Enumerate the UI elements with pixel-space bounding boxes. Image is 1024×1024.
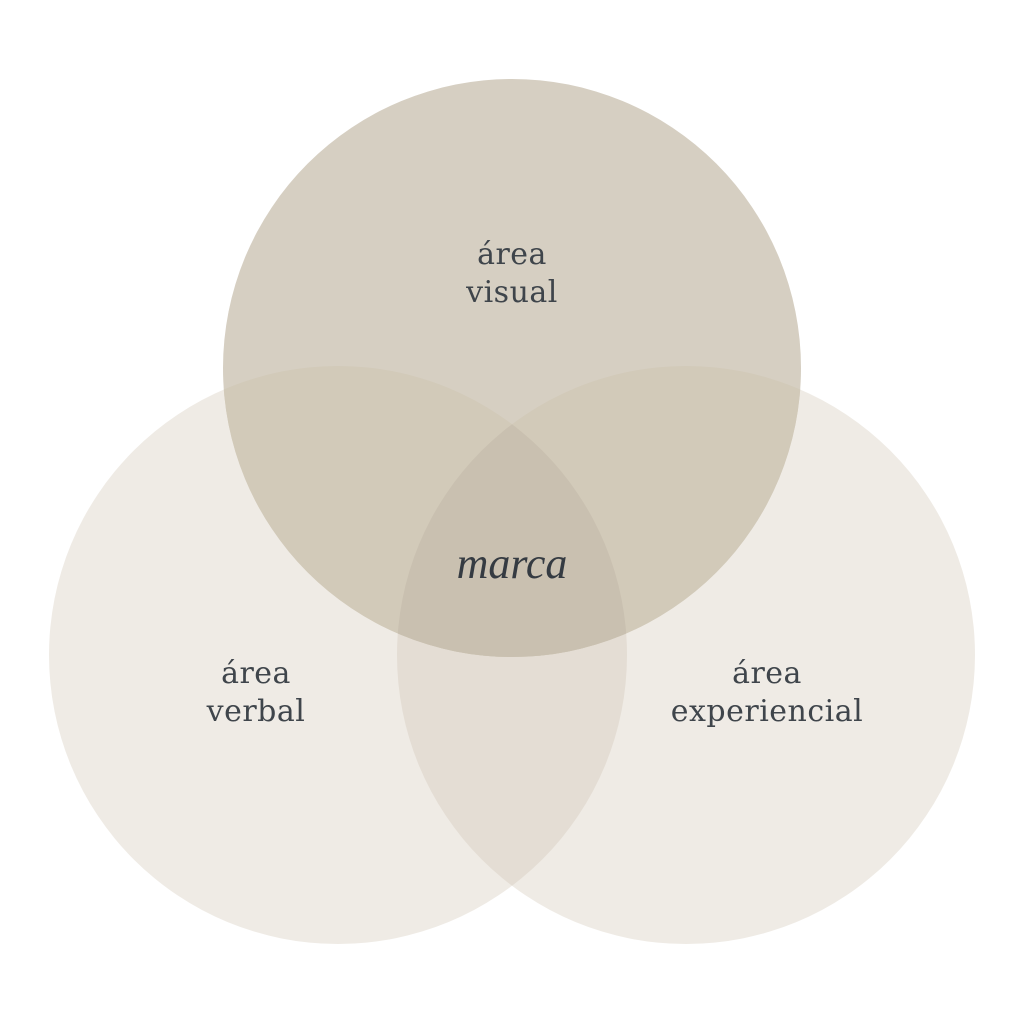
center-label-marca: marca bbox=[456, 539, 568, 588]
label-verbal-line2: verbal bbox=[206, 694, 306, 729]
label-visual-line2: visual bbox=[466, 275, 558, 310]
label-experiencial: área experiencial bbox=[637, 655, 897, 731]
label-verbal: área verbal bbox=[156, 655, 356, 731]
overlap-center bbox=[397, 366, 627, 657]
label-experiencial-line2: experiencial bbox=[670, 694, 864, 729]
label-visual: área visual bbox=[412, 236, 612, 312]
label-visual-line1: área bbox=[477, 237, 547, 272]
label-verbal-line1: área bbox=[221, 656, 291, 691]
label-experiencial-line1: área bbox=[732, 656, 802, 691]
